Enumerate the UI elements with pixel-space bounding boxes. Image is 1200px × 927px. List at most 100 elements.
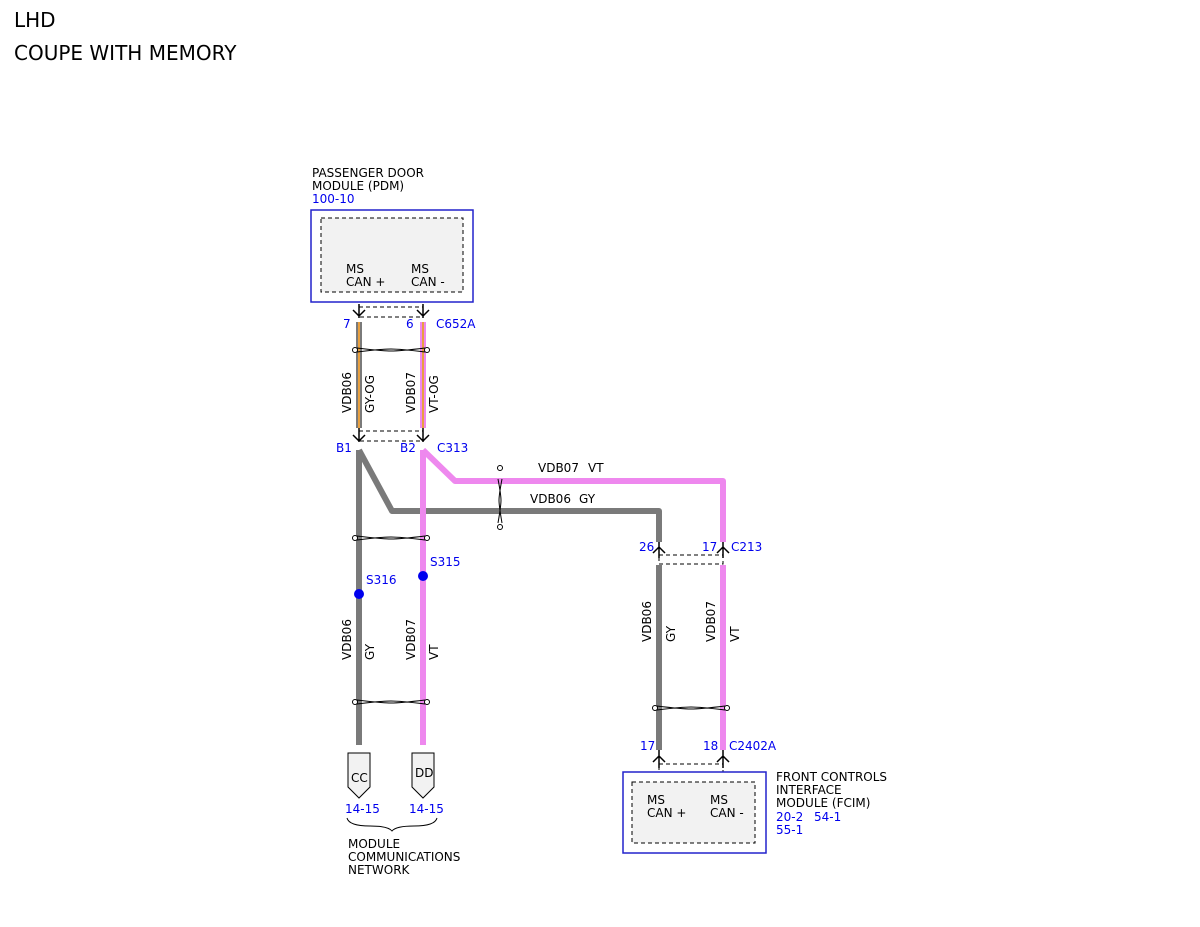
c313-pin-right: B2 [400,441,416,455]
c652a-pin6-arrow-icon [416,304,430,318]
c2402a-pin18-arrow-icon [716,750,730,768]
c2402a-pin17-arrow-icon [652,750,666,768]
pdm-module: PASSENGER DOOR MODULE (PDM) 100-10 MS CA… [310,166,474,303]
fcim-twist-end-right [724,705,730,711]
fcim-name-line2: INTERFACE [776,783,842,797]
connector-c2402a: 17 18 C2402A [640,739,777,774]
fcim-pin-left-line1: MS [647,793,665,807]
lower-twist-1-icon [356,535,426,541]
terminal-dd-icon [411,752,435,799]
branch-wire-vdb06-gy [356,448,662,542]
c313-outline [358,430,424,442]
network-label-line2: COMMUNICATIONS [348,850,460,864]
lower-left-color: GY [363,643,377,660]
fcim-inner-box [631,781,756,844]
splice-s316-icon [354,589,364,599]
fcim-pin-right-line2: CAN - [710,806,744,820]
connector-c213: 26 17 C213 [639,540,762,565]
pdm-pin-right-line2: CAN - [411,275,445,289]
fcim-pin-left-line2: CAN + [647,806,686,820]
terminal-cc-icon [347,752,371,799]
terminal-dd-label: DD [415,766,433,780]
fcim-right-circuit: VDB07 [704,601,718,642]
pdm-name-line2: MODULE (PDM) [312,179,404,193]
pdm-pin-right-line1: MS [411,262,429,276]
pdm-ref-link[interactable]: 100-10 [312,192,355,206]
fcim-right-color: VT [728,626,742,642]
fcim-name-line1: FRONT CONTROLS [776,770,887,784]
upper-right-color: VT-OG [427,375,441,413]
lower-right-color: VT [427,644,441,660]
network-terminals: CC DD 14-15 14-15 MODULE COMMUNICATIONS … [345,752,460,877]
network-brace-icon [346,817,438,832]
c652a-outline [358,306,424,318]
fcim-twisted-pair-icon [656,705,726,711]
c213-pin17-arrow-icon [716,542,730,558]
branch-gy-color: GY [579,492,596,506]
upper-right-circuit: VDB07 [404,372,418,413]
pdm-inner-box [320,217,464,293]
c313-pinb2-arrow-icon [416,428,430,443]
upper-twist-end-left [352,347,358,353]
fcim-ref-1[interactable]: 20-2 [776,810,803,824]
upper-left-circuit: VDB06 [340,372,354,413]
branch-gy-circuit: VDB06 [530,492,571,506]
fcim-pin-right-line1: MS [710,793,728,807]
branch-twisted-pair-icon [497,478,503,524]
fcim-left-circuit: VDB06 [640,601,654,642]
lower-twist-2-end-left [352,699,358,705]
terminal-cc-label: CC [351,771,368,785]
c652a-connector-name[interactable]: C652A [436,317,476,331]
network-label-line1: MODULE [348,837,400,851]
c2402a-pin-left: 17 [640,739,655,753]
c2402a-connector-name[interactable]: C2402A [729,739,777,753]
connector-c313: B1 B2 C313 [336,428,468,455]
c313-pin-left: B1 [336,441,352,455]
splice-s315-label[interactable]: S315 [430,555,461,569]
splice-s315-icon [418,571,428,581]
upper-twisted-pair-icon [356,347,426,353]
pdm-pin-left-line1: MS [346,262,364,276]
c213-outline [658,554,724,565]
header-body-style: COUPE WITH MEMORY [14,41,237,65]
lower-right-circuit: VDB07 [404,619,418,660]
splice-s316-label[interactable]: S316 [366,573,397,587]
c313-pinb1-arrow-icon [352,428,366,443]
upper-twist-end-right [424,347,430,353]
lower-left-circuit: VDB06 [340,619,354,660]
fcim-ref-2[interactable]: 54-1 [814,810,841,824]
fcim-twist-end-left [652,705,658,711]
fcim-ref-3[interactable]: 55-1 [776,823,803,837]
branch-twist-end-bottom [497,524,503,530]
c213-pin26-arrow-icon [652,542,666,558]
terminal-dd-ref[interactable]: 14-15 [409,802,444,816]
lower-wires: S316 S315 VDB06 GY VDB07 VT [340,450,461,745]
c213-pin-right: 17 [702,540,717,554]
branch-wire-vdb07-vt [420,447,726,542]
lower-twist-1-end-left [352,535,358,541]
fcim-module: MS CAN + MS CAN - FRONT CONTROLS INTERFA… [622,770,887,854]
c652a-pin-right: 6 [406,317,414,331]
lower-twist-1-end-right [424,535,430,541]
branch-twist-end-top [497,465,503,471]
c2402a-pin-right: 18 [703,739,718,753]
branch-vt-color: VT [588,461,604,475]
c313-connector-name[interactable]: C313 [437,441,468,455]
c213-pin-left: 26 [639,540,654,554]
lower-twist-2-end-right [424,699,430,705]
pdm-pin-left-line2: CAN + [346,275,385,289]
c652a-pin7-arrow-icon [352,304,366,318]
fcim-wires: VDB06 GY VDB07 VT [640,565,742,750]
c213-connector-name[interactable]: C213 [731,540,762,554]
upper-left-color: GY-OG [363,375,377,413]
branch-vt-circuit: VDB07 [538,461,579,475]
header-region: LHD [14,8,56,32]
lower-twist-2-icon [356,699,426,705]
terminal-cc-ref[interactable]: 14-15 [345,802,380,816]
connector-c652a: 7 6 C652A [343,304,476,331]
pdm-name-line1: PASSENGER DOOR [312,166,424,180]
fcim-left-color: GY [664,625,678,642]
branch-wires: VDB07 VT VDB06 GY [356,447,726,542]
fcim-name-line3: MODULE (FCIM) [776,796,870,810]
